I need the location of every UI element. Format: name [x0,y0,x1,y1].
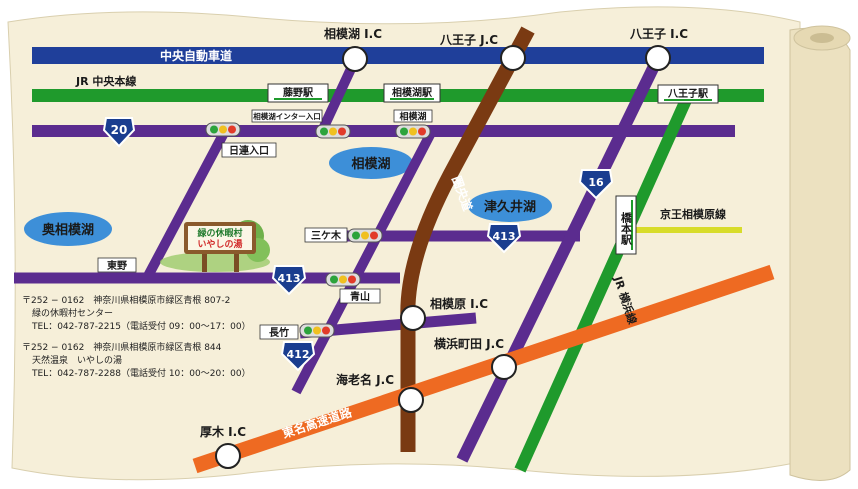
label-sagamiko-ic: 相模湖 I.C [324,26,382,41]
label-lake-tsukui: 津久井湖 [484,199,536,215]
route-shield-412: 412 [280,341,316,372]
intersection-name: 青山 [350,290,370,303]
intersection-label-aoyama: 青山 [339,288,381,304]
station-name: 藤野駅 [283,86,314,99]
facility-sign-line1: 緑の休暇村 [197,227,242,239]
intersection-name: 相模湖 [399,111,426,123]
address-2: 〒252 − 0162 神奈川県相模原市緑区青根 844 [22,343,222,353]
label-jr-chuo: JR 中央本線 [75,74,136,88]
intersection-name: 三ケ木 [311,229,342,242]
lake-sagamiko [329,147,413,179]
route-shield-413-east: 413 [486,223,522,254]
station-sign-fujino: 藤野駅 [267,83,329,103]
route-number: 16 [588,176,604,189]
facility-sign-line2: いやしの湯 [197,238,242,250]
rail-jr-yokohama [514,97,692,473]
intersection-name: 長竹 [269,326,289,339]
facility-sign: 緑の休暇村 いやしの湯 [160,220,270,272]
intersection-name: 相模湖インター入口 [253,111,321,121]
phone-1: TEL：042-787-2215（電話受付 09：00〜17：00） [32,322,251,332]
facility-info: 〒252 − 0162 神奈川県相模原市緑区青根 807-2 緑の休暇村センター… [22,295,262,381]
station-sign-hachioji: 八王子駅 [657,84,719,104]
intersection-label-hikawa: 日連入口 [221,142,277,158]
route-number: 20 [111,123,128,137]
station-name: 橋本駅 [620,211,634,246]
route-shield-16: 16 [578,169,614,200]
station-name: 相模湖駅 [392,86,433,99]
intersection-label-sagamiko: 相模湖 [393,109,433,123]
station-sign-sagamiko: 相模湖駅 [383,83,441,103]
facility-name-2: 天然温泉 いやしの湯 [32,356,123,366]
label-lake-sagamiko: 相模湖 [351,156,390,172]
station-name: 八王子駅 [667,88,709,100]
station-sign-hashimoto: 橋本駅 [615,195,637,255]
lake-oku-sagami [24,212,112,246]
label-chuo-expressway: 中央自動車道 [160,48,232,63]
label-atsugi-ic: 厚木 I.C [200,424,246,439]
route-shield-20: 20 [102,117,136,148]
label-sagamihara-ic: 相模原 I.C [430,296,488,311]
traffic-signals [205,122,431,338]
label-ebina-jc: 海老名 J.C [336,372,394,387]
road-tomei [192,264,775,474]
road-chuo-expressway [32,47,764,64]
address-1: 〒252 − 0162 神奈川県相模原市緑区青根 807-2 [22,296,231,306]
lake-tsukui [468,190,552,222]
label-hachioji-ic: 八王子 I.C [629,27,688,41]
intersection-label-mikagi: 三ケ木 [304,227,348,243]
label-yokohama-machida-jc: 横浜町田 J.C [434,336,504,351]
label-lake-oku-sagami: 奥相模湖 [42,222,94,238]
label-keio-line: 京王相模原線 [660,207,726,221]
intersection-label-nagatake: 長竹 [259,324,299,340]
route-number: 413 [278,272,301,285]
route-number: 413 [493,230,516,243]
route-number: 412 [287,348,310,361]
intersection-name: 日連入口 [229,144,269,157]
intersection-name: 東野 [107,259,127,272]
facility-name-1: 緑の休暇村センター [32,309,114,319]
phone-2: TEL：042-787-2288（電話受付 10：00〜20：00） [32,369,251,379]
route-shield-413-west: 413 [271,265,307,296]
intersection-label-higashino: 東野 [97,257,137,273]
interchange-markers [215,45,671,469]
label-hachioji-jc: 八王子 J.C [439,33,498,47]
intersection-label-sagamiko-inter: 相模湖インター入口 [251,109,323,123]
